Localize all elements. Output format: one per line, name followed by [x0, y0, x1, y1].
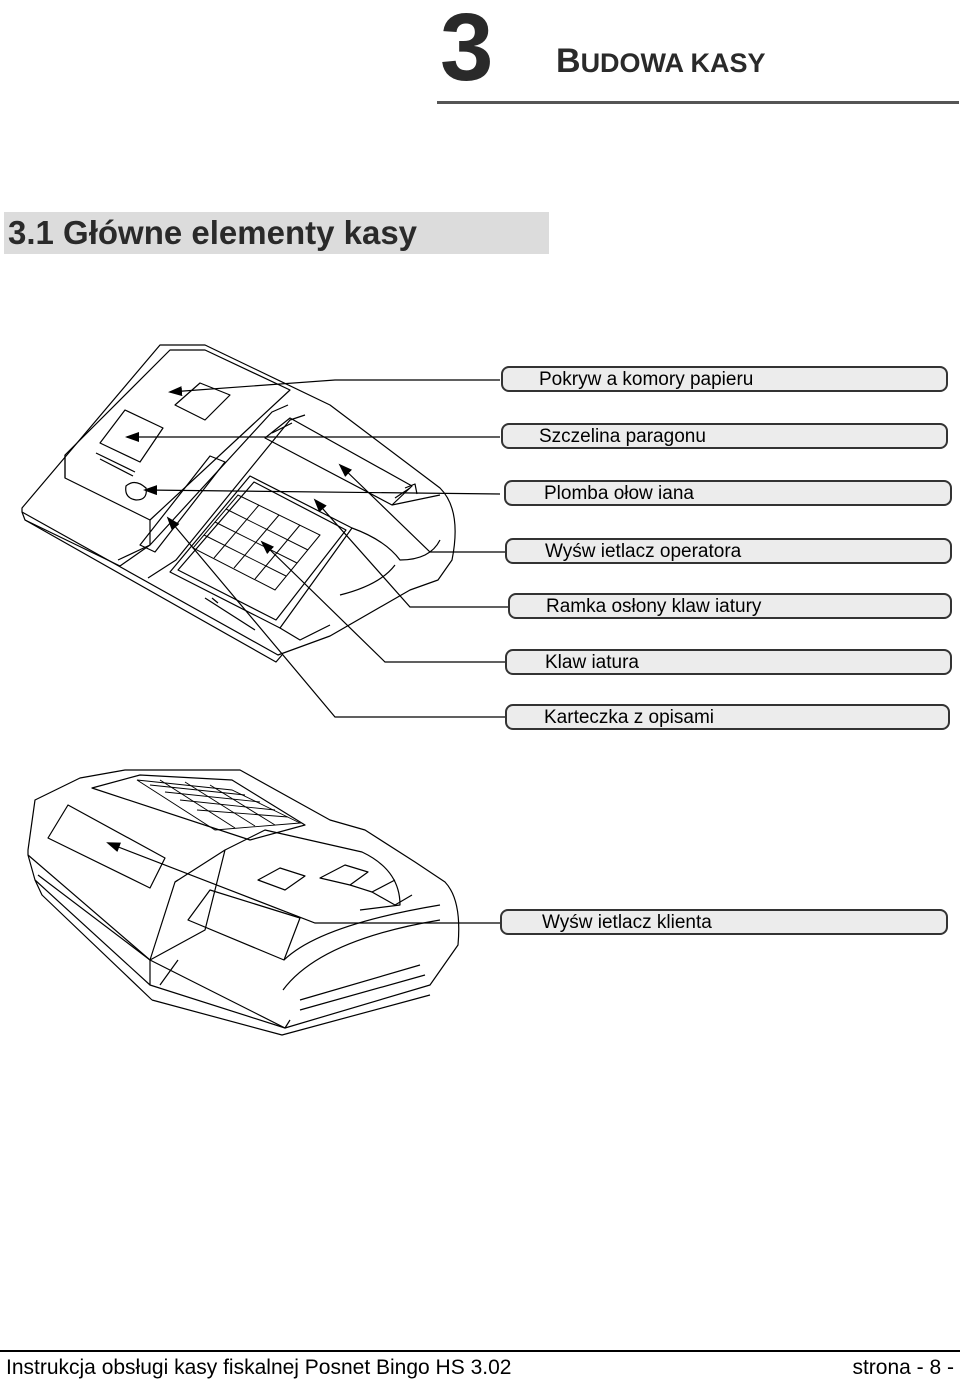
callout-customer-display: Wyśw ietlacz klienta	[500, 909, 948, 935]
chapter-rule	[437, 101, 959, 104]
section-title: 3.1 Główne elementy kasy	[8, 214, 418, 251]
keypad-grid-bottom	[136, 779, 302, 831]
chapter-title: Budowa kasy	[556, 42, 766, 81]
leader-paper-cover	[168, 379, 500, 397]
callout-seal: Plomba ołow iana	[504, 480, 952, 506]
section-bar	[4, 212, 549, 254]
callout-leaders	[106, 379, 508, 924]
leader-seal	[143, 485, 501, 496]
callout-keyboard: Klaw iatura	[505, 649, 952, 675]
chapter-title-initial: B	[556, 42, 581, 80]
footer-document-title: Instrukcja obsługi kasy fiskalnej Posnet…	[6, 1356, 512, 1379]
callout-keyboard-frame: Ramka osłony klaw iatury	[508, 593, 952, 619]
footer-rule	[0, 1350, 960, 1352]
chapter-title-rest: udowa kasy	[580, 48, 766, 78]
callout-key-card: Karteczka z opisami	[505, 704, 950, 730]
footer-page-number: strona - 8 -	[852, 1356, 954, 1379]
leader-operator-display	[338, 463, 505, 553]
chapter-number: 3	[440, 0, 493, 101]
register-bottom-view	[27, 769, 460, 1036]
register-top-view	[21, 344, 456, 663]
leader-key-card	[166, 516, 505, 718]
callout-receipt-slot: Szczelina paragonu	[501, 423, 948, 449]
leader-keyboard	[260, 540, 505, 663]
callout-operator-display: Wyśw ietlacz operatora	[505, 538, 952, 564]
callout-paper-cover: Pokryw a komory papieru	[501, 366, 948, 392]
leader-keyboard-frame	[313, 498, 508, 608]
keypad-grid-top	[192, 494, 321, 591]
leader-customer-display	[106, 842, 500, 924]
